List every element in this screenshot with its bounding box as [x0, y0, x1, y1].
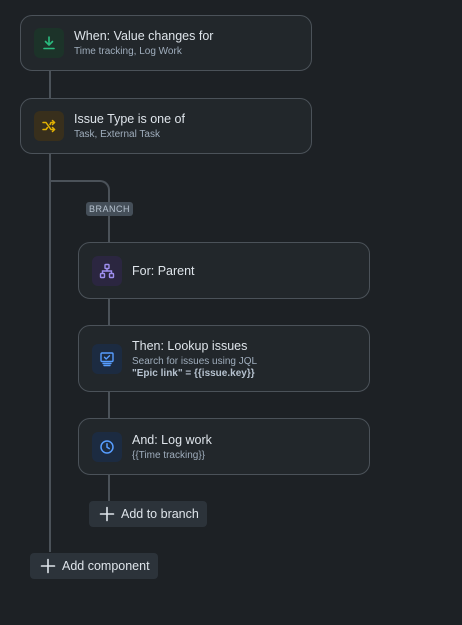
add-to-branch-label: Add to branch — [121, 507, 199, 521]
download-arrow-icon — [34, 28, 64, 58]
condition-card[interactable]: Issue Type is one of Task, External Task — [20, 98, 312, 154]
lookup-subtitle: Search for issues using JQL — [132, 355, 258, 367]
trigger-card[interactable]: When: Value changes for Time tracking, L… — [20, 15, 312, 71]
connector-lookup-log — [108, 391, 110, 418]
log-work-title: And: Log work — [132, 432, 212, 447]
plus-icon — [99, 506, 115, 522]
lookup-issues-card[interactable]: Then: Lookup issues Search for issues us… — [78, 325, 370, 392]
branch-for-title: For: Parent — [132, 263, 195, 278]
lookup-jql-query: "Epic link" = {{issue.key}} — [132, 367, 255, 379]
connector-trigger-condition — [49, 70, 51, 98]
add-to-branch-button[interactable]: Add to branch — [89, 501, 207, 527]
shuffle-icon — [34, 111, 64, 141]
connector-for-lookup — [108, 298, 110, 325]
log-work-subtitle: {{Time tracking}} — [132, 449, 206, 461]
screen-check-icon — [92, 343, 122, 374]
clock-icon — [92, 431, 122, 462]
connector-branch-curve — [49, 180, 110, 202]
branch-label: BRANCH — [86, 202, 134, 216]
add-component-label: Add component — [62, 559, 150, 573]
plus-icon — [40, 558, 56, 574]
trigger-title: When: Value changes for — [74, 29, 214, 43]
connector-main-line — [49, 153, 51, 552]
trigger-subtitle: Time tracking, Log Work — [74, 46, 182, 57]
condition-title: Issue Type is one of — [74, 112, 185, 126]
lookup-title: Then: Lookup issues — [132, 338, 248, 353]
connector-branch-down — [108, 216, 110, 242]
branch-for-card[interactable]: For: Parent — [78, 242, 370, 299]
hierarchy-icon — [92, 255, 122, 286]
add-component-button[interactable]: Add component — [30, 553, 158, 579]
log-work-card[interactable]: And: Log work {{Time tracking}} — [78, 418, 370, 475]
condition-subtitle: Task, External Task — [74, 129, 160, 140]
connector-log-add — [108, 474, 110, 501]
